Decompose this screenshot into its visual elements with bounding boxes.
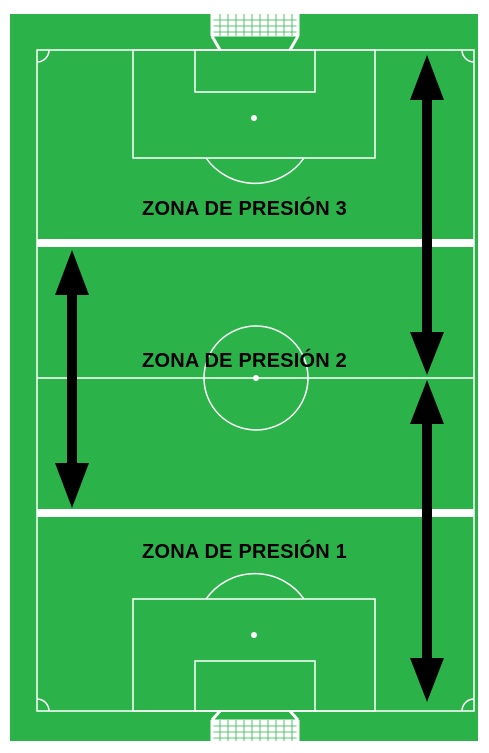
top-goal — [210, 13, 300, 51]
top-penalty-spot — [251, 115, 257, 121]
bottom-penalty-arc — [205, 572, 305, 600]
bottom-penalty-spot — [251, 632, 257, 638]
zone-3-label: ZONA DE PRESIÓN 3 — [142, 198, 347, 220]
corner-arc-top-left — [36, 49, 50, 63]
zone-divider-upper — [37, 239, 474, 247]
zone-1-label: ZONA DE PRESIÓN 1 — [142, 541, 347, 563]
zone-2-label: ZONA DE PRESIÓN 2 — [142, 350, 347, 372]
right-arrow-lower — [410, 380, 444, 702]
corner-arc-bottom-left — [36, 698, 50, 712]
center-spot — [253, 375, 259, 381]
corner-arc-bottom-right — [461, 698, 475, 712]
top-goal-area — [194, 49, 316, 93]
zone-divider-lower — [37, 509, 474, 517]
center-circle — [203, 325, 309, 431]
right-arrow-upper — [410, 55, 444, 375]
left-arrow-zone-2 — [55, 250, 89, 508]
bottom-goal — [210, 710, 300, 742]
top-penalty-arc — [205, 157, 305, 185]
bottom-goal-area — [194, 660, 316, 712]
corner-arc-top-right — [461, 49, 475, 63]
